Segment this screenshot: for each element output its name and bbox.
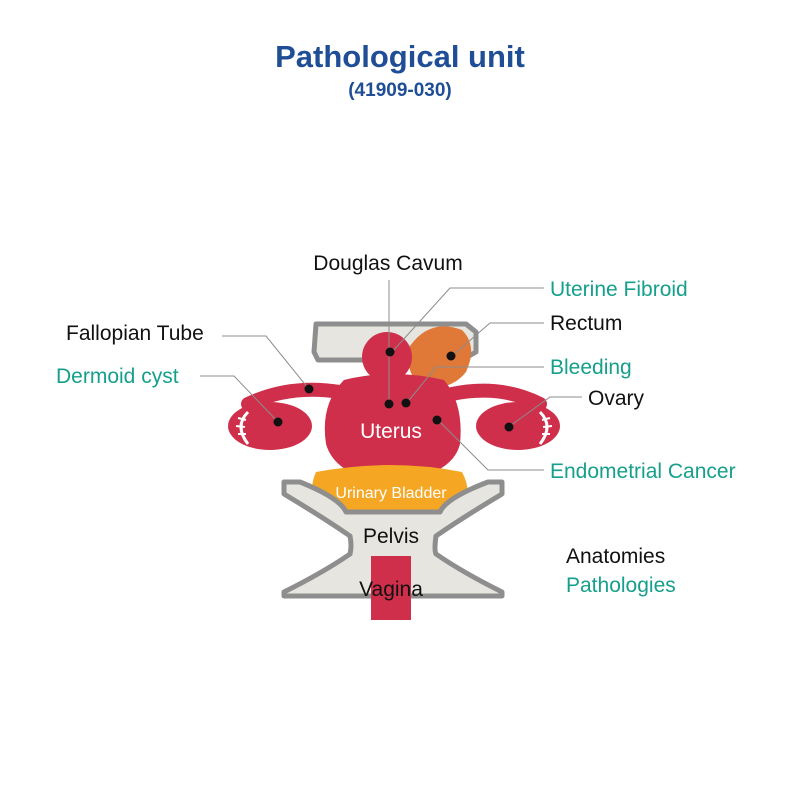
uterine-fibroid-shape: [362, 332, 412, 382]
dot-douglas-cavum: [384, 399, 394, 409]
left-fallopian-tube: [241, 382, 347, 411]
vagina-shape: [371, 556, 411, 620]
right-fallopian-tube: [445, 383, 547, 411]
dot-bleeding: [401, 398, 411, 408]
right-fimbriae-lines: [541, 417, 553, 435]
dot-endometrial-cancer: [432, 415, 442, 425]
label-bleeding: Bleeding: [550, 356, 632, 379]
page-subtitle: (41909-030): [348, 80, 452, 101]
leader-lines: [200, 280, 582, 471]
dot-fallopian-tube: [304, 384, 314, 394]
label-rectum: Rectum: [550, 312, 622, 335]
dot-rectum: [446, 351, 456, 361]
page-title: Pathological unit: [275, 39, 525, 74]
leader-ovary: [509, 396, 582, 427]
legend-anatomies: Anatomies: [566, 545, 665, 568]
dot-dermoid-cyst: [273, 417, 283, 427]
leader-uterine-fibroid: [391, 287, 544, 353]
pelvis-bone: [281, 479, 505, 599]
label-uterine-fibroid: Uterine Fibroid: [550, 278, 688, 301]
leader-dermoid-cyst: [200, 375, 279, 423]
leader-rectum: [451, 322, 544, 357]
label-dermoid-cyst: Dermoid cyst: [56, 365, 179, 388]
label-uterus: Uterus: [360, 420, 422, 443]
label-urinary-bladder: Urinary Bladder: [335, 485, 447, 502]
rectum-shape: [408, 326, 472, 388]
leader-endometrial-cancer: [437, 419, 544, 471]
dot-ovary: [504, 422, 514, 432]
label-vagina: Vagina: [359, 578, 423, 601]
label-douglas-cavum: Douglas Cavum: [313, 252, 462, 275]
leader-bleeding: [405, 366, 544, 405]
urinary-bladder-shape: [312, 465, 468, 512]
left-ovary-shape: [228, 402, 312, 450]
leader-fallopian-tube: [222, 335, 309, 389]
label-pelvis: Pelvis: [363, 525, 419, 548]
left-fimbriae-lines: [235, 417, 247, 435]
right-ovary-shape: [476, 402, 560, 450]
label-fallopian-tube: Fallopian Tube: [66, 322, 204, 345]
uterus-shape: [324, 374, 461, 482]
label-ovary: Ovary: [588, 387, 645, 410]
marker-dots: [273, 347, 514, 432]
label-endometrial-cancer: Endometrial Cancer: [550, 460, 736, 483]
legend-pathologies: Pathologies: [566, 574, 676, 597]
dot-fibroid: [385, 347, 395, 357]
